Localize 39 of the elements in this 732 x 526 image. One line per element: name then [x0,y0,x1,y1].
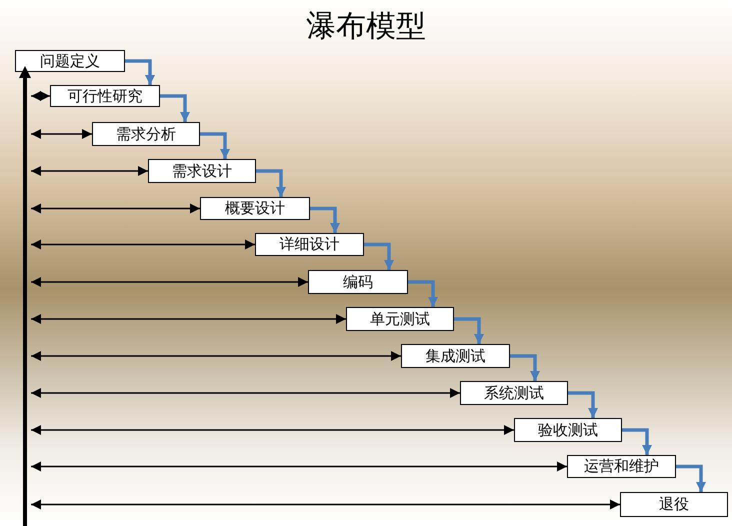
arrow [125,59,155,85]
arrow [364,242,394,270]
arrow [31,240,255,250]
arrow [510,354,540,381]
stage-box: 退役 [620,492,728,517]
arrow [31,388,460,398]
arrow [568,391,598,418]
arrow [676,464,706,492]
arrow [200,132,230,159]
arrow [160,94,190,122]
arrow [454,317,484,344]
arrow [310,206,340,233]
arrow [31,425,514,435]
arrow [31,500,620,510]
arrow [31,204,200,214]
stage-box: 概要设计 [200,197,310,220]
stage-box: 需求设计 [148,159,256,183]
arrow [256,169,286,197]
stage-box: 需求分析 [92,122,200,146]
stage-box: 运营和维护 [567,455,676,478]
axis-arrow [19,66,31,526]
stage-box: 编码 [308,270,408,294]
stage-box: 可行性研究 [50,85,160,107]
stage-box: 验收测试 [514,418,622,442]
title: 瀑布模型 [305,8,427,46]
arrow [31,129,92,139]
arrow [31,277,308,287]
stage-box: 单元测试 [346,307,454,331]
arrow [31,166,148,176]
arrow [408,280,438,307]
stage-box: 详细设计 [255,233,364,256]
arrow [31,462,567,472]
arrow [31,314,346,324]
stage-box: 系统测试 [460,381,568,405]
stage-box: 问题定义 [15,50,125,72]
arrow [31,351,401,361]
arrow [31,91,50,101]
stage-box: 集成测试 [401,344,510,368]
arrow [622,428,652,455]
